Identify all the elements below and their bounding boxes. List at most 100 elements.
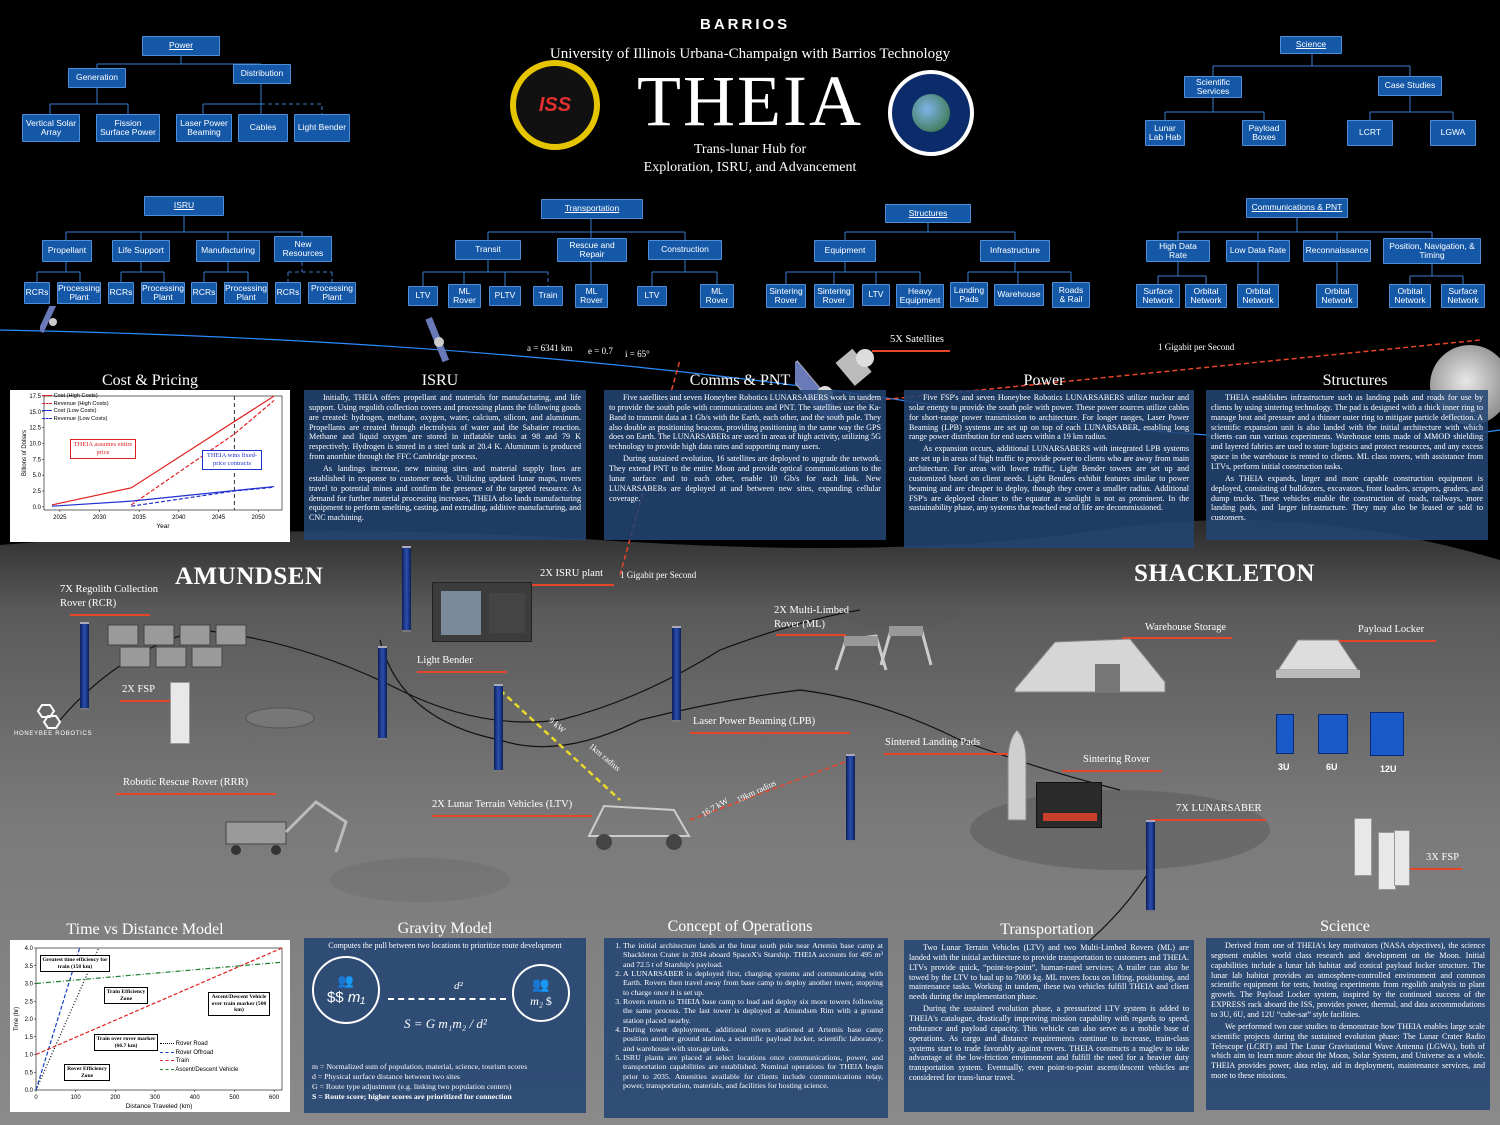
tree-transport-rescue[interactable]: Rescue and Repair <box>557 238 627 262</box>
transport-paragraph-1: Two Lunar Terrain Vehicles (LTV) and two… <box>909 943 1189 1002</box>
x-tick-label: 2025 <box>53 515 67 521</box>
tree-power-distribution[interactable]: Distribution <box>233 64 291 84</box>
tree-comms-orbital-network-3[interactable]: Orbital Network <box>1316 284 1358 308</box>
tree-comms-surface-network-1[interactable]: Surface Network <box>1136 284 1180 308</box>
orbit-gigabit-label: 1 Gigabit per Second <box>1158 342 1235 352</box>
series-line-0 <box>51 395 275 506</box>
series-line-3 <box>35 961 283 985</box>
tree-isru-processing-plant-3[interactable]: Processing Plant <box>224 282 268 304</box>
science-paragraph-1: Derived from one of THEIA's key motivato… <box>1211 941 1485 1020</box>
y-tick-label: 1.5 <box>25 1035 34 1041</box>
cost-annotation-assumes: THEIA assumes entire price <box>70 439 136 459</box>
tree-transport-train[interactable]: Train <box>533 286 563 306</box>
isru-plant <box>432 582 532 642</box>
y-tick-label: 15.0 <box>29 410 41 416</box>
tree-power-fsp[interactable]: Fission Surface Power <box>96 114 160 142</box>
rrr-pointer <box>116 793 276 795</box>
tree-isru-manufacturing[interactable]: Manufacturing <box>196 240 260 262</box>
tree-structures-infrastructure[interactable]: Infrastructure <box>980 240 1050 262</box>
isru-paragraph-2: As landings increase, new mining sites a… <box>309 464 581 523</box>
tree-science-case-studies[interactable]: Case Studies <box>1378 76 1442 96</box>
x-tick-label: 100 <box>71 1095 82 1101</box>
tree-structures-ltv[interactable]: LTV <box>862 284 890 306</box>
time-annotation-ascent: Ascent/Descent Vehicle over train marker… <box>208 992 270 1017</box>
x-tick-label: 2030 <box>93 515 107 521</box>
tree-isru-processing-plant-2[interactable]: Processing Plant <box>141 282 185 304</box>
gravity-site-2: 👥 m₂ $ <box>512 964 570 1022</box>
tree-comms-orbital-network-1[interactable]: Orbital Network <box>1185 284 1227 308</box>
tree-comms-pnt[interactable]: Position, Navigation, & Timing <box>1383 238 1481 264</box>
time-annotation-greatest: Greatest time efficiency for train (158 … <box>40 955 110 973</box>
tree-comms-ldr[interactable]: Low Data Rate <box>1226 240 1290 262</box>
tree-transport-ml-rover-3[interactable]: ML Rover <box>700 284 734 308</box>
tree-isru-root[interactable]: ISRU <box>144 196 224 216</box>
tree-transport-ltv-1[interactable]: LTV <box>408 286 438 306</box>
tree-isru-rcrs-1[interactable]: RCRs <box>24 282 50 304</box>
tree-transport-ml-rover-2[interactable]: ML Rover <box>575 284 608 308</box>
tree-isru-rcrs-4[interactable]: RCRs <box>275 282 301 304</box>
tree-structures-root[interactable]: Structures <box>885 204 971 223</box>
tree-power-light-bender[interactable]: Light Bender <box>294 114 350 142</box>
tree-power-cables[interactable]: Cables <box>238 114 288 142</box>
legend-ascent: Ascent/Descent Vehicle <box>160 1066 238 1075</box>
isru-plant-label: 2X ISRU plant <box>540 568 603 579</box>
tree-isru-rcrs-3[interactable]: RCRs <box>191 282 217 304</box>
satellite-icon-1 <box>40 306 66 338</box>
orbit-e-label: e = 0.7 <box>588 346 613 356</box>
tree-science-services[interactable]: Scientific Services <box>1184 76 1242 98</box>
tree-structures-equipment[interactable]: Equipment <box>814 240 876 262</box>
tree-transport-transit[interactable]: Transit <box>455 240 521 260</box>
tree-structures-sintering-rover-2[interactable]: Sintering Rover <box>814 284 854 308</box>
tree-comms-root[interactable]: Communications & PNT <box>1246 198 1348 218</box>
tree-comms-surface-network-2[interactable]: Surface Network <box>1441 284 1485 308</box>
conops-panel: The initial architecture lands at the lu… <box>604 938 888 1118</box>
tree-isru-rcrs-2[interactable]: RCRs <box>108 282 134 304</box>
tree-science-lgwa[interactable]: LGWA <box>1430 120 1476 146</box>
tree-power-root[interactable]: Power <box>142 36 220 56</box>
landing-pads-pointer <box>884 753 1018 755</box>
tree-transport-ltv-2[interactable]: LTV <box>637 286 667 306</box>
tree-science-lab-hab[interactable]: Lunar Lab Hab <box>1145 120 1185 146</box>
tree-transport-pltv[interactable]: PLTV <box>489 286 521 306</box>
tower-6 <box>846 754 855 842</box>
tree-science-lcrt[interactable]: LCRT <box>1347 120 1393 146</box>
tree-isru-new-resources[interactable]: New Resources <box>274 236 332 262</box>
gravity-definitions: m = Normalized sum of population, materi… <box>312 1062 582 1103</box>
tree-transport-ml-rover-1[interactable]: ML Rover <box>448 284 481 308</box>
tree-power-lpb[interactable]: Laser Power Beaming <box>176 114 232 142</box>
x-tick-label: 0 <box>34 1095 38 1101</box>
tree-comms-orbital-network-4[interactable]: Orbital Network <box>1389 284 1431 308</box>
gravity-d2: d² <box>454 980 463 992</box>
x-axis-label: Year <box>156 523 170 530</box>
lpb-label: Laser Power Beaming (LPB) <box>693 716 816 727</box>
honeybee-label: HONEYBEE ROBOTICS <box>14 731 93 737</box>
tree-isru-propellant[interactable]: Propellant <box>42 240 92 262</box>
tree-structures-roads-rail[interactable]: Roads & Rail <box>1052 282 1090 308</box>
satellites-label: 5X Satellites <box>890 334 944 345</box>
tree-isru-processing-plant-4[interactable]: Processing Plant <box>308 282 356 304</box>
orbit-i-label: i = 65° <box>625 349 650 359</box>
tree-science-payload-boxes[interactable]: Payload Boxes <box>1242 120 1286 146</box>
tree-comms-hdr[interactable]: High Data Rate <box>1146 240 1210 262</box>
tower-3 <box>378 646 387 740</box>
tree-power-generation[interactable]: Generation <box>68 68 126 88</box>
rcr-rovers <box>100 615 250 675</box>
tree-isru-life-support[interactable]: Life Support <box>112 240 170 262</box>
tree-structures-heavy-equipment[interactable]: Heavy Equipment <box>896 284 944 308</box>
tree-comms-recon[interactable]: Reconnaissance <box>1303 240 1371 262</box>
tree-structures-landing-pads[interactable]: Landing Pads <box>950 282 988 308</box>
tree-comms-orbital-network-2[interactable]: Orbital Network <box>1237 284 1279 308</box>
tree-transport-root[interactable]: Transportation <box>541 199 643 219</box>
tree-isru-processing-plant-1[interactable]: Processing Plant <box>57 282 101 304</box>
tree-transport-construction[interactable]: Construction <box>648 240 722 260</box>
tree-science-root[interactable]: Science <box>1280 36 1342 54</box>
y-tick-label: 3.5 <box>25 964 34 970</box>
tree-structures-sintering-rover[interactable]: Sintering Rover <box>766 284 806 308</box>
sintering-rover-label: Sintering Rover <box>1083 754 1150 765</box>
tree-structures-warehouse[interactable]: Warehouse <box>994 284 1044 306</box>
warehouse <box>1010 634 1170 694</box>
gravity-def-g: G = Route type adjustment (e.g. linking … <box>312 1082 512 1092</box>
tree-power-vsa[interactable]: Vertical Solar Array <box>22 114 80 142</box>
